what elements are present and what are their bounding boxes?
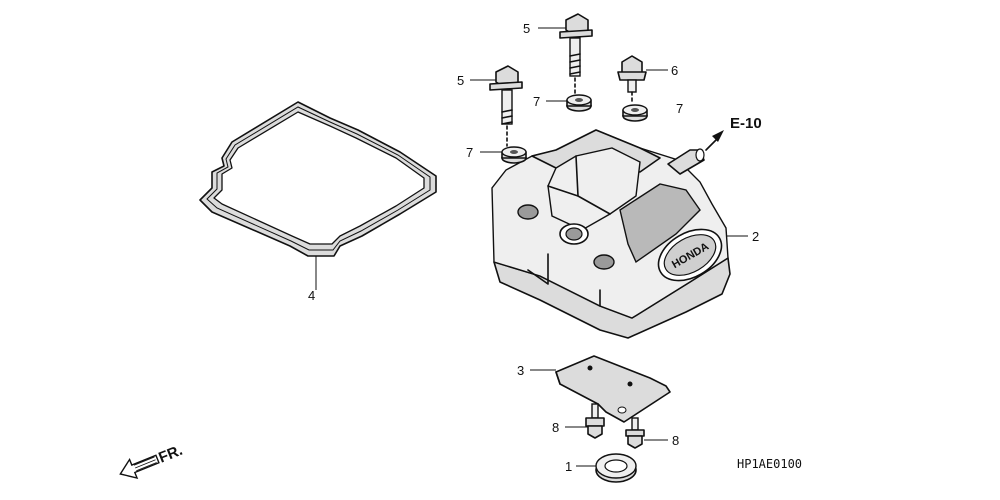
screw-part-8-b[interactable] (625, 417, 645, 449)
bolt-part-5-left[interactable] (489, 65, 523, 147)
callout-5-upper: 5 (523, 21, 530, 36)
callout-3: 3 (517, 363, 524, 378)
screw-part-8-a[interactable] (585, 403, 605, 439)
callout-6: 6 (671, 63, 678, 78)
callout-7-center: 7 (533, 94, 540, 109)
callout-8-right: 8 (672, 433, 679, 448)
reference-e10: E-10 (730, 115, 762, 132)
grommet-part-7-b[interactable] (622, 104, 648, 122)
bolt-part-6[interactable] (617, 55, 647, 103)
callout-2: 2 (752, 229, 759, 244)
gasket-part-4[interactable] (199, 101, 437, 257)
callout-7-right: 7 (676, 101, 683, 116)
diagram-code: HP1AE0100 (737, 457, 802, 471)
grommet-part-7-c[interactable] (501, 146, 527, 164)
seal-part-1[interactable] (595, 453, 637, 483)
callout-1: 1 (565, 459, 572, 474)
callouts: 5 5 6 7 7 7 2 4 3 8 8 1 E-10 (308, 21, 762, 474)
front-label: FR. (156, 442, 185, 467)
front-direction-arrow: FR. (119, 442, 185, 480)
plate-part-3[interactable] (555, 355, 671, 423)
callout-5-left: 5 (457, 73, 464, 88)
callout-4: 4 (308, 288, 315, 303)
grommet-part-7-a[interactable] (566, 94, 592, 112)
leader-lines (315, 27, 748, 467)
bolt-part-5-upper[interactable] (559, 13, 593, 97)
callout-8-left: 8 (552, 420, 559, 435)
callout-7-left: 7 (466, 145, 473, 160)
cylinder-head-cover-part-2[interactable]: HONDA (491, 129, 731, 339)
